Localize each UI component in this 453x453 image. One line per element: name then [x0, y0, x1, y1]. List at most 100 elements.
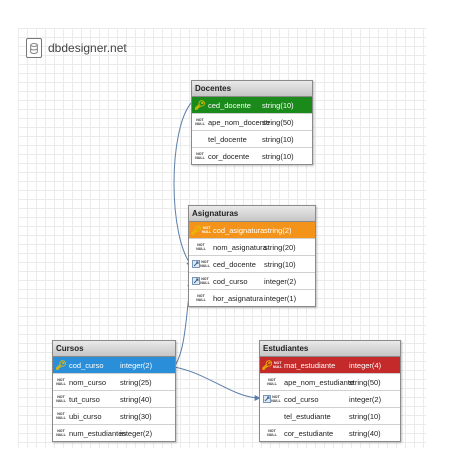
field-name: ced_docente	[208, 100, 251, 110]
field-name: ape_nom_docente	[208, 117, 271, 127]
foreign-key-icon	[192, 260, 201, 268]
not-null-text: NOT	[201, 277, 209, 281]
field-name: ced_docente	[213, 259, 256, 269]
key-icon: 🔑︎	[194, 100, 206, 110]
field-row[interactable]: tel_docente string(10)	[192, 131, 312, 148]
not-null-text: NOT	[268, 429, 276, 433]
key-icon: 🔑︎	[55, 360, 67, 370]
not-null-text: NOT	[57, 429, 65, 433]
field-row[interactable]: 🔑︎ cod_curso integer(2)	[53, 357, 175, 374]
field-type: string(40)	[349, 428, 381, 438]
field-name: cod_asignatura	[213, 225, 265, 235]
field-name: tel_docente	[208, 134, 247, 144]
not-null-text: NOT	[273, 361, 282, 365]
field-name: nom_asignatura	[213, 242, 267, 252]
not-null-text: NULL	[56, 433, 66, 437]
not-null-text: NULL	[56, 399, 66, 403]
field-type: integer(1)	[264, 293, 297, 303]
not-null-text: NOT	[202, 226, 211, 230]
not-null-text: NOT	[268, 378, 276, 382]
field-name: cod_curso	[69, 360, 104, 370]
table-title: Cursos	[53, 341, 175, 357]
not-null-text: NOT	[197, 243, 205, 247]
key-icon: 🔑︎	[261, 360, 273, 370]
table-title: Docentes	[192, 81, 312, 97]
field-name: cod_curso	[213, 276, 248, 286]
key-icon: 🔑︎	[190, 225, 202, 235]
database-icon	[26, 38, 42, 58]
not-null-text: NULL	[195, 122, 205, 126]
field-type: string(10)	[349, 411, 381, 421]
not-null-text: NOT	[57, 412, 65, 416]
link-cursos-estudiantes	[173, 366, 261, 401]
field-name: cor_estudiante	[284, 428, 334, 438]
table-title: Asignaturas	[189, 206, 315, 222]
not-null-text: NULL	[267, 382, 277, 386]
field-type: string(10)	[264, 259, 296, 269]
field-type: string(10)	[262, 134, 294, 144]
not-null-text: NULL	[201, 230, 212, 234]
field-type: string(30)	[120, 411, 152, 421]
field-name: mat_estudiante	[284, 360, 336, 370]
not-null-text: NOT	[272, 395, 280, 399]
field-type: string(10)	[262, 100, 294, 110]
field-type: string(10)	[262, 151, 294, 161]
diagram-canvas[interactable]: dbdesigner.net Docentes 🔑︎ ced_docente s…	[18, 28, 426, 448]
field-type: integer(2)	[349, 394, 382, 404]
not-null-text: NOT	[57, 378, 65, 382]
field-type: string(50)	[262, 117, 294, 127]
field-name: num_estudiantes	[69, 428, 127, 438]
not-null-text: NULL	[195, 156, 205, 160]
not-null-text: NULL	[196, 298, 206, 302]
not-null-text: NULL	[271, 399, 281, 403]
field-name: tut_curso	[69, 394, 100, 404]
foreign-key-icon	[192, 277, 201, 285]
not-null-text: NOT	[196, 118, 204, 122]
field-row[interactable]: 🔑︎ ced_docente string(10)	[192, 97, 312, 114]
field-name: ape_nom_estudiante	[284, 377, 355, 387]
foreign-key-icon	[263, 395, 272, 403]
field-row[interactable]: tel_estudiante string(10)	[260, 408, 400, 425]
field-type: string(20)	[264, 242, 296, 252]
field-name: nom_curso	[69, 377, 107, 387]
field-type: string(25)	[120, 377, 152, 387]
field-type: string(2)	[264, 225, 292, 235]
field-name: ubi_curso	[69, 411, 102, 421]
brand: dbdesigner.net	[26, 38, 127, 58]
not-null-text: NULL	[200, 264, 210, 268]
not-null-text: NULL	[200, 281, 210, 285]
